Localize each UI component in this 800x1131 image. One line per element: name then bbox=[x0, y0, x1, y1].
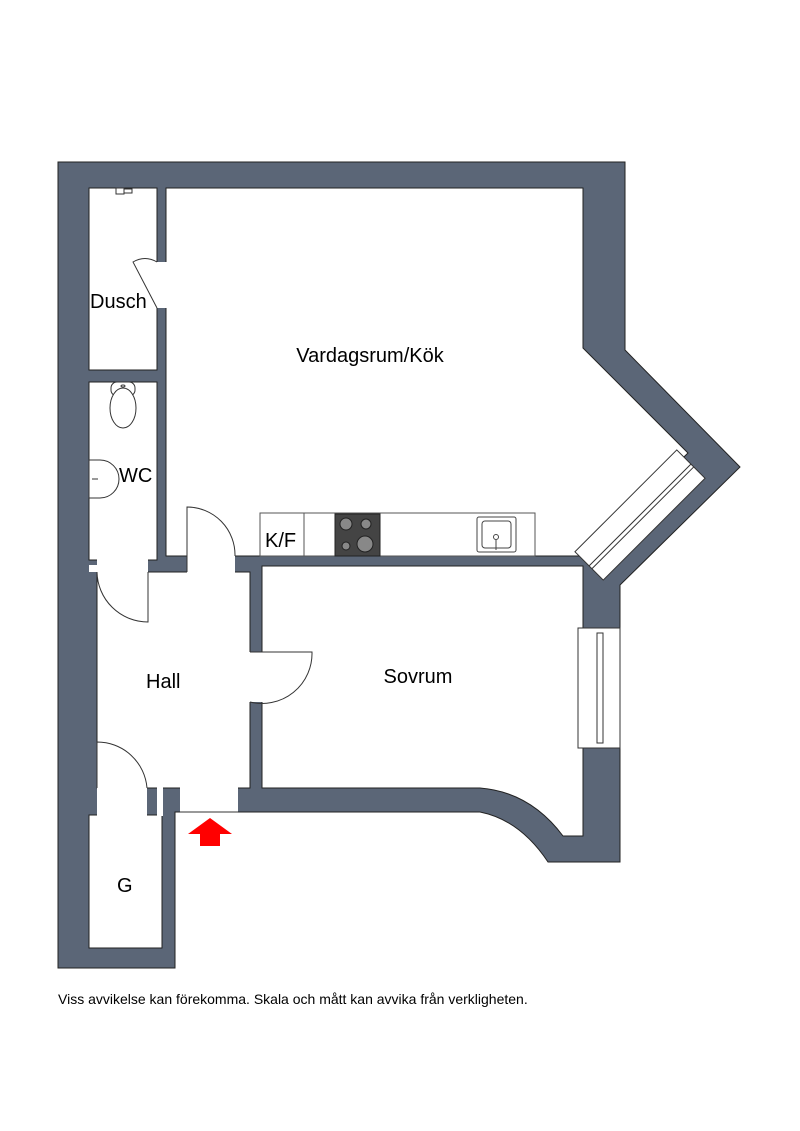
label-kf: K/F bbox=[265, 530, 296, 552]
toilet-icon bbox=[109, 381, 137, 429]
disclaimer-text: Viss avvikelse kan förekomma. Skala och … bbox=[58, 991, 528, 1007]
dusch-door[interactable] bbox=[132, 258, 158, 309]
sovrum-door[interactable] bbox=[249, 651, 313, 704]
room-label-sovrum: Sovrum bbox=[384, 666, 453, 688]
sink-icon bbox=[476, 516, 517, 553]
entrance-arrow-icon bbox=[188, 818, 232, 846]
hall-living-door[interactable] bbox=[186, 506, 236, 572]
kitchen-counter bbox=[259, 512, 536, 557]
room-label-living: Vardagsrum/Kök bbox=[296, 345, 444, 367]
shower-fixture-icon bbox=[115, 187, 133, 195]
stove-icon bbox=[334, 513, 381, 557]
diagonal-window bbox=[574, 449, 706, 581]
room-label-hall: Hall bbox=[146, 671, 180, 693]
room-label-wc: WC bbox=[119, 465, 152, 487]
room-label-dusch: Dusch bbox=[90, 291, 147, 313]
door-openings bbox=[89, 262, 263, 816]
sovrum-window bbox=[577, 627, 621, 749]
room-label-g: G bbox=[117, 875, 133, 897]
washbasin-icon bbox=[88, 459, 120, 499]
wc-door[interactable] bbox=[96, 571, 149, 623]
g-door[interactable] bbox=[96, 741, 148, 789]
